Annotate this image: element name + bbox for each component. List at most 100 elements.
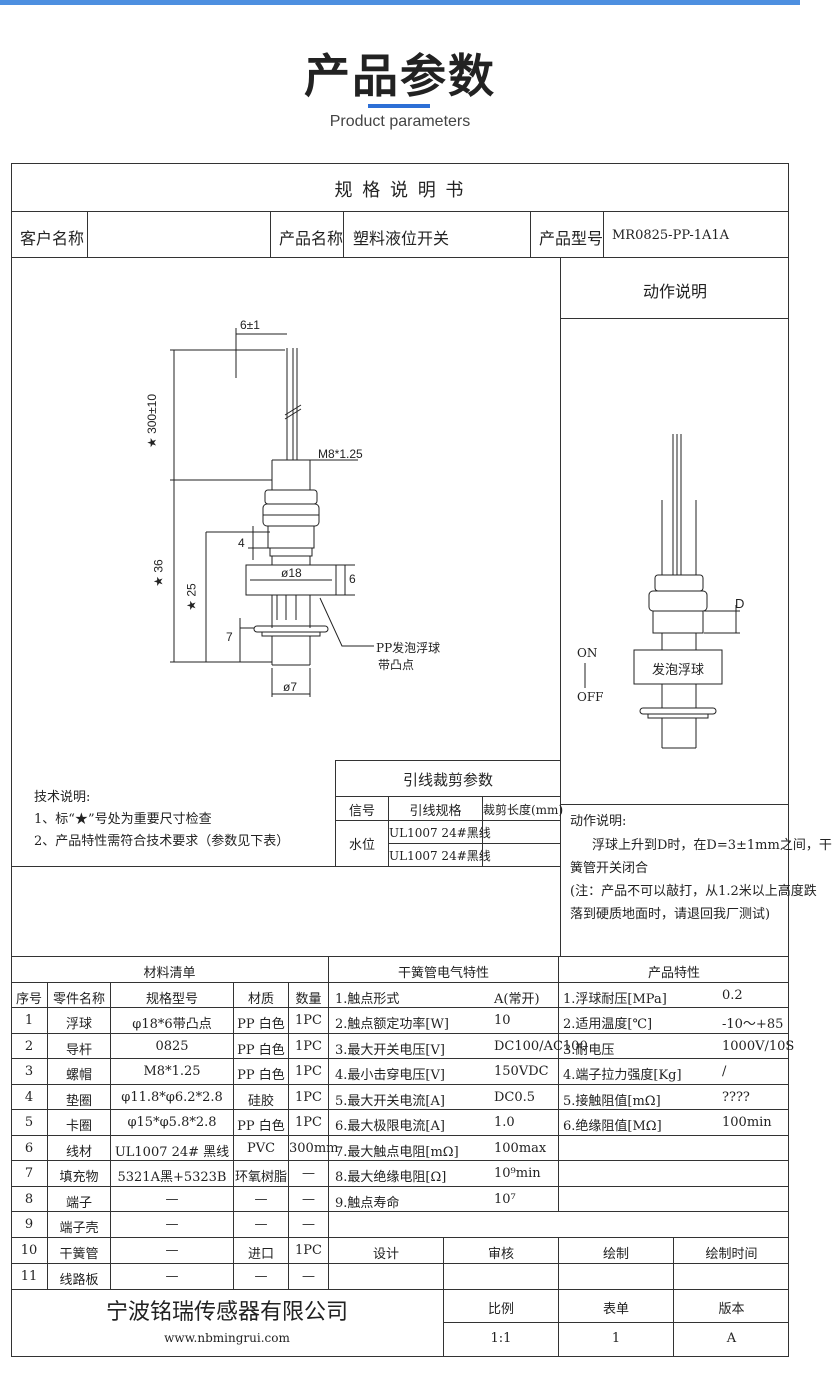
materials-cell: — bbox=[302, 1269, 315, 1284]
sheet-label: 表单 bbox=[602, 1302, 629, 1317]
dim-float-diameter: ø18 bbox=[281, 566, 302, 580]
materials-cell: 6 bbox=[24, 1141, 34, 1156]
tech-note-2: 2、产品特性需符合技术要求（参数见下表） bbox=[34, 834, 290, 849]
model-value: MR0825-PP-1A1A bbox=[612, 228, 730, 243]
star-icon: ★ bbox=[74, 812, 88, 827]
reed-param-value: 1.0 bbox=[494, 1115, 515, 1130]
customer-label: 客户名称 bbox=[20, 229, 85, 248]
materials-cell: 1PC bbox=[295, 1115, 322, 1130]
lead-table-title: 引线裁剪参数 bbox=[402, 771, 493, 789]
materials-cell: 填充物 bbox=[59, 1170, 99, 1185]
sheet-value: 1 bbox=[611, 1331, 621, 1346]
reed-param-label: 3.最大开关电压[V] bbox=[335, 1043, 445, 1058]
materials-cell: φ18*6带凸点 bbox=[132, 1017, 212, 1032]
action-desc-title: 动作说明: bbox=[570, 814, 627, 829]
materials-cell: 卡圈 bbox=[65, 1119, 92, 1134]
action-float-label: 发泡浮球 bbox=[651, 663, 704, 678]
reed-title: 干簧管电气特性 bbox=[397, 966, 489, 981]
prop-value: 100min bbox=[722, 1115, 772, 1130]
reed-param-value: 10⁹min bbox=[494, 1166, 541, 1181]
action-desc-line1: 浮球上升到D时，在D=3±1mm之间，干 bbox=[592, 838, 832, 853]
lead-col-length: 裁剪长度(mm) bbox=[483, 803, 564, 817]
reed-param-value: DC100/AC100 bbox=[494, 1039, 588, 1054]
signoff-draw: 绘制 bbox=[602, 1247, 629, 1262]
top-accent-bar bbox=[0, 0, 800, 5]
materials-cell: 10 bbox=[20, 1243, 38, 1258]
company-website[interactable]: www.nbmingrui.com bbox=[164, 1331, 290, 1345]
sheet-heading: 规 格 说 明 书 bbox=[334, 180, 466, 201]
page-title: 产品参数 bbox=[304, 49, 496, 103]
materials-cell: 4 bbox=[24, 1090, 34, 1105]
materials-cell: — bbox=[302, 1192, 315, 1207]
action-label-d: D bbox=[735, 596, 745, 611]
reed-param-label: 4.最小击穿电压[V] bbox=[335, 1068, 445, 1083]
prop-label: 4.端子拉力强度[Kg] bbox=[563, 1068, 682, 1083]
materials-cell: 9 bbox=[24, 1217, 34, 1232]
version-value: A bbox=[726, 1331, 737, 1346]
float-note-feature: 带凸点 bbox=[378, 658, 415, 672]
lead-col-signal: 信号 bbox=[348, 804, 375, 819]
action-label-off: OFF bbox=[577, 690, 604, 704]
scale-label: 比例 bbox=[487, 1302, 514, 1317]
materials-cell: 线路板 bbox=[59, 1273, 99, 1288]
materials-cell: 浮球 bbox=[65, 1017, 92, 1032]
materials-cell: 1PC bbox=[295, 1064, 322, 1079]
materials-cell: 1PC bbox=[295, 1013, 322, 1028]
spec-sheet-grid bbox=[11, 163, 789, 1357]
materials-cell: PVC bbox=[246, 1141, 276, 1156]
product-name-label: 产品名称 bbox=[279, 229, 344, 248]
scale-value: 1:1 bbox=[490, 1331, 512, 1346]
dim-clip-offset: 7 bbox=[226, 630, 233, 644]
materials-header-cell: 序号 bbox=[15, 992, 42, 1007]
prop-value: 0.2 bbox=[722, 988, 743, 1003]
materials-cell: 1 bbox=[24, 1013, 34, 1028]
prop-label: 3.耐电压 bbox=[563, 1043, 615, 1058]
materials-cell: 环氧树脂 bbox=[234, 1170, 287, 1185]
materials-cell: 螺帽 bbox=[65, 1068, 92, 1083]
prop-value: -10～+85 bbox=[722, 1017, 784, 1032]
materials-cell: 7 bbox=[24, 1166, 34, 1181]
reed-param-value: 100max bbox=[494, 1141, 547, 1156]
float-note-material: PP发泡浮球 bbox=[376, 641, 441, 655]
materials-cell: φ15*φ5.8*2.8 bbox=[127, 1115, 217, 1130]
materials-cell: 线材 bbox=[65, 1145, 92, 1160]
dim-washer: 4 bbox=[238, 536, 245, 550]
dim-thread: M8*1.25 bbox=[318, 447, 363, 461]
title-underline bbox=[368, 104, 430, 108]
prop-label: 6.绝缘阻值[MΩ] bbox=[563, 1119, 662, 1134]
version-label: 版本 bbox=[718, 1302, 745, 1317]
action-desc-line4: 落到硬质地面时，请退回我厂测试) bbox=[570, 907, 771, 922]
lead-spec-row: UL1007 24#黑线 bbox=[389, 826, 491, 840]
tech-note-1: 1、标“★”号处为重要尺寸检查 bbox=[34, 812, 212, 827]
materials-cell: — bbox=[165, 1243, 179, 1258]
materials-cell: — bbox=[254, 1269, 268, 1284]
signoff-draw-time: 绘制时间 bbox=[705, 1247, 758, 1262]
materials-cell: — bbox=[302, 1166, 315, 1181]
company-name: 宁波铭瑞传感器有限公司 bbox=[105, 1300, 348, 1325]
materials-header-cell: 零件名称 bbox=[52, 992, 105, 1007]
lead-spec-row: UL1007 24#黑线 bbox=[389, 849, 491, 863]
prop-label: 2.适用温度[℃] bbox=[563, 1017, 653, 1032]
materials-header-cell: 数量 bbox=[295, 992, 322, 1007]
materials-cell: PP 白色 bbox=[237, 1068, 285, 1083]
materials-cell: φ11.8*φ6.2*2.8 bbox=[121, 1090, 223, 1105]
materials-cell: — bbox=[165, 1269, 179, 1284]
materials-cell: 300mm bbox=[289, 1141, 339, 1156]
reed-param-label: 5.最大开关电流[A] bbox=[335, 1094, 445, 1109]
materials-header-cell: 规格型号 bbox=[145, 992, 198, 1007]
materials-cell: — bbox=[165, 1192, 179, 1207]
reed-param-value: A(常开) bbox=[494, 992, 540, 1007]
materials-cell: — bbox=[254, 1192, 268, 1207]
materials-title: 材料清单 bbox=[143, 966, 196, 981]
dim-lead-offset: 6±1 bbox=[240, 318, 260, 332]
materials-cell: 5 bbox=[24, 1115, 34, 1130]
materials-cell: PP 白色 bbox=[237, 1043, 285, 1058]
reed-param-label: 8.最大绝缘电阻[Ω] bbox=[335, 1170, 447, 1185]
reed-param-value: 10 bbox=[494, 1013, 511, 1028]
materials-cell: 干簧管 bbox=[59, 1247, 99, 1262]
materials-cell: PP 白色 bbox=[237, 1119, 285, 1134]
materials-cell: UL1007 24# 黑线 bbox=[114, 1145, 230, 1160]
action-diagram bbox=[584, 434, 740, 749]
lead-signal: 水位 bbox=[348, 838, 375, 853]
materials-cell: 硅胶 bbox=[247, 1094, 274, 1109]
